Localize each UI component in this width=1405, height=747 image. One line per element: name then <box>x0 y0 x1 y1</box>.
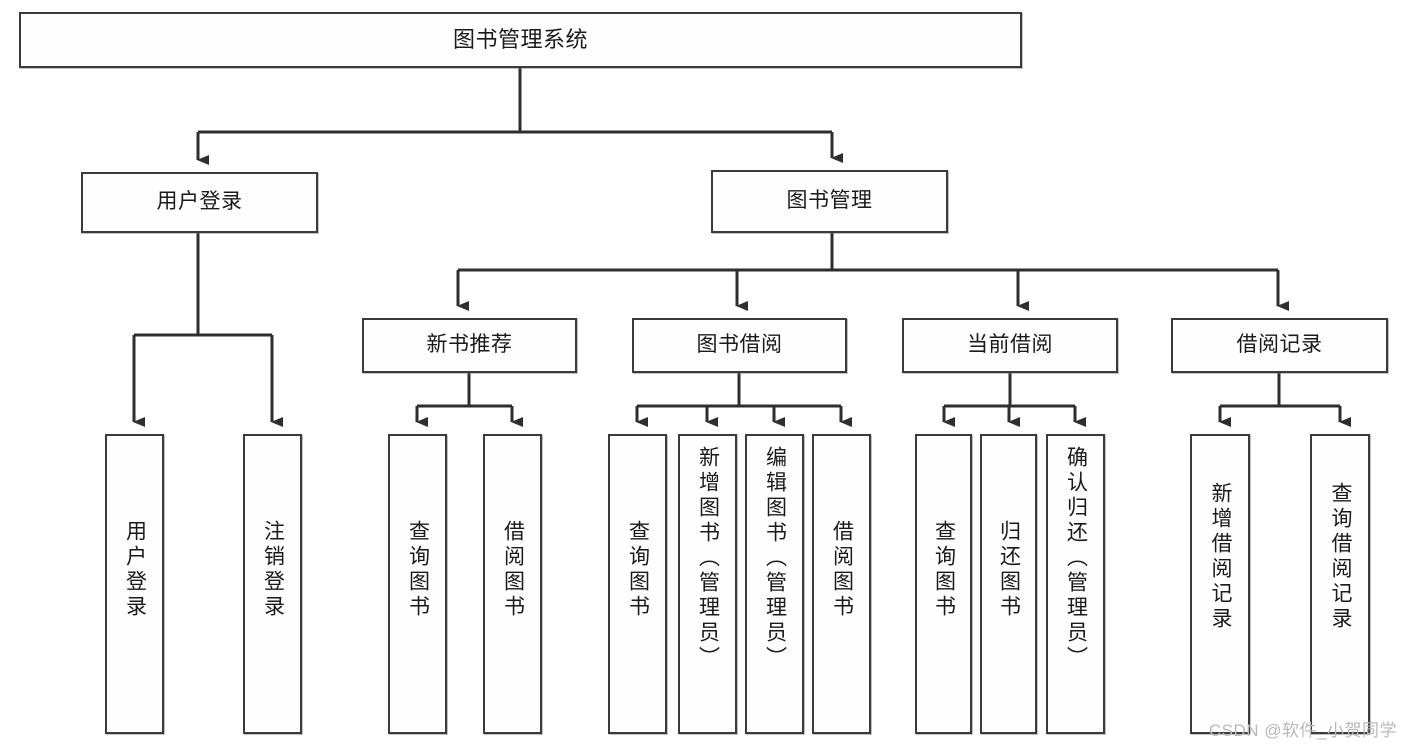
node-label: 用户登录 <box>123 520 147 620</box>
leaf-borrow-book-borrow[interactable]: 借阅图书 <box>812 434 871 734</box>
node-label: 归还图书 <box>997 520 1021 620</box>
node-new-book-recommend[interactable]: 新书推荐 <box>362 318 577 373</box>
node-label: 查询图书 <box>626 520 650 620</box>
leaf-confirm-return[interactable]: 确认归还（管理员） <box>1046 434 1105 734</box>
node-label: 注销登录 <box>261 520 285 620</box>
node-label: 借阅图书 <box>501 520 525 620</box>
leaf-add-borrow-record[interactable]: 新增借阅记录 <box>1190 434 1250 734</box>
node-label: 新书推荐 <box>426 333 513 357</box>
leaf-logout-login[interactable]: 注销登录 <box>243 434 302 734</box>
node-root-system[interactable]: 图书管理系统 <box>19 12 1022 68</box>
node-borrow-record[interactable]: 借阅记录 <box>1171 318 1388 373</box>
node-label: 借阅图书 <box>830 520 854 620</box>
leaf-edit-book[interactable]: 编辑图书（管理员） <box>745 434 804 734</box>
node-label: 查询借阅记录 <box>1329 482 1353 632</box>
node-label: 借阅记录 <box>1236 333 1323 357</box>
node-label: 查询图书 <box>932 520 956 620</box>
node-label: 查询图书 <box>406 520 430 620</box>
node-label: 确认归还（管理员） <box>1064 446 1088 671</box>
node-label: 用户登录 <box>156 190 243 214</box>
leaf-add-book[interactable]: 新增图书（管理员） <box>678 434 737 734</box>
leaf-query-borrow-record[interactable]: 查询借阅记录 <box>1310 434 1370 734</box>
leaf-borrow-book-recommend[interactable]: 借阅图书 <box>483 434 542 734</box>
leaf-query-book-recommend[interactable]: 查询图书 <box>388 434 447 734</box>
node-label: 当前借阅 <box>967 333 1053 357</box>
leaf-query-book-borrow[interactable]: 查询图书 <box>608 434 667 734</box>
leaf-user-login[interactable]: 用户登录 <box>105 434 164 734</box>
leaf-query-book-current[interactable]: 查询图书 <box>915 434 972 734</box>
csdn-watermark: CSDN @软件_小贺同学 <box>1208 721 1397 740</box>
node-label: 图书管理 <box>786 189 873 213</box>
node-current-borrow[interactable]: 当前借阅 <box>902 318 1118 373</box>
node-user-login[interactable]: 用户登录 <box>81 172 318 233</box>
node-book-borrow[interactable]: 图书借阅 <box>632 318 847 373</box>
node-label: 图书借阅 <box>696 333 783 357</box>
node-book-management[interactable]: 图书管理 <box>711 170 948 233</box>
node-label: 图书管理系统 <box>452 27 588 53</box>
leaf-return-book[interactable]: 归还图书 <box>980 434 1037 734</box>
node-label: 新增图书（管理员） <box>696 446 720 671</box>
node-label: 编辑图书（管理员） <box>763 446 787 671</box>
node-label: 新增借阅记录 <box>1209 482 1233 632</box>
